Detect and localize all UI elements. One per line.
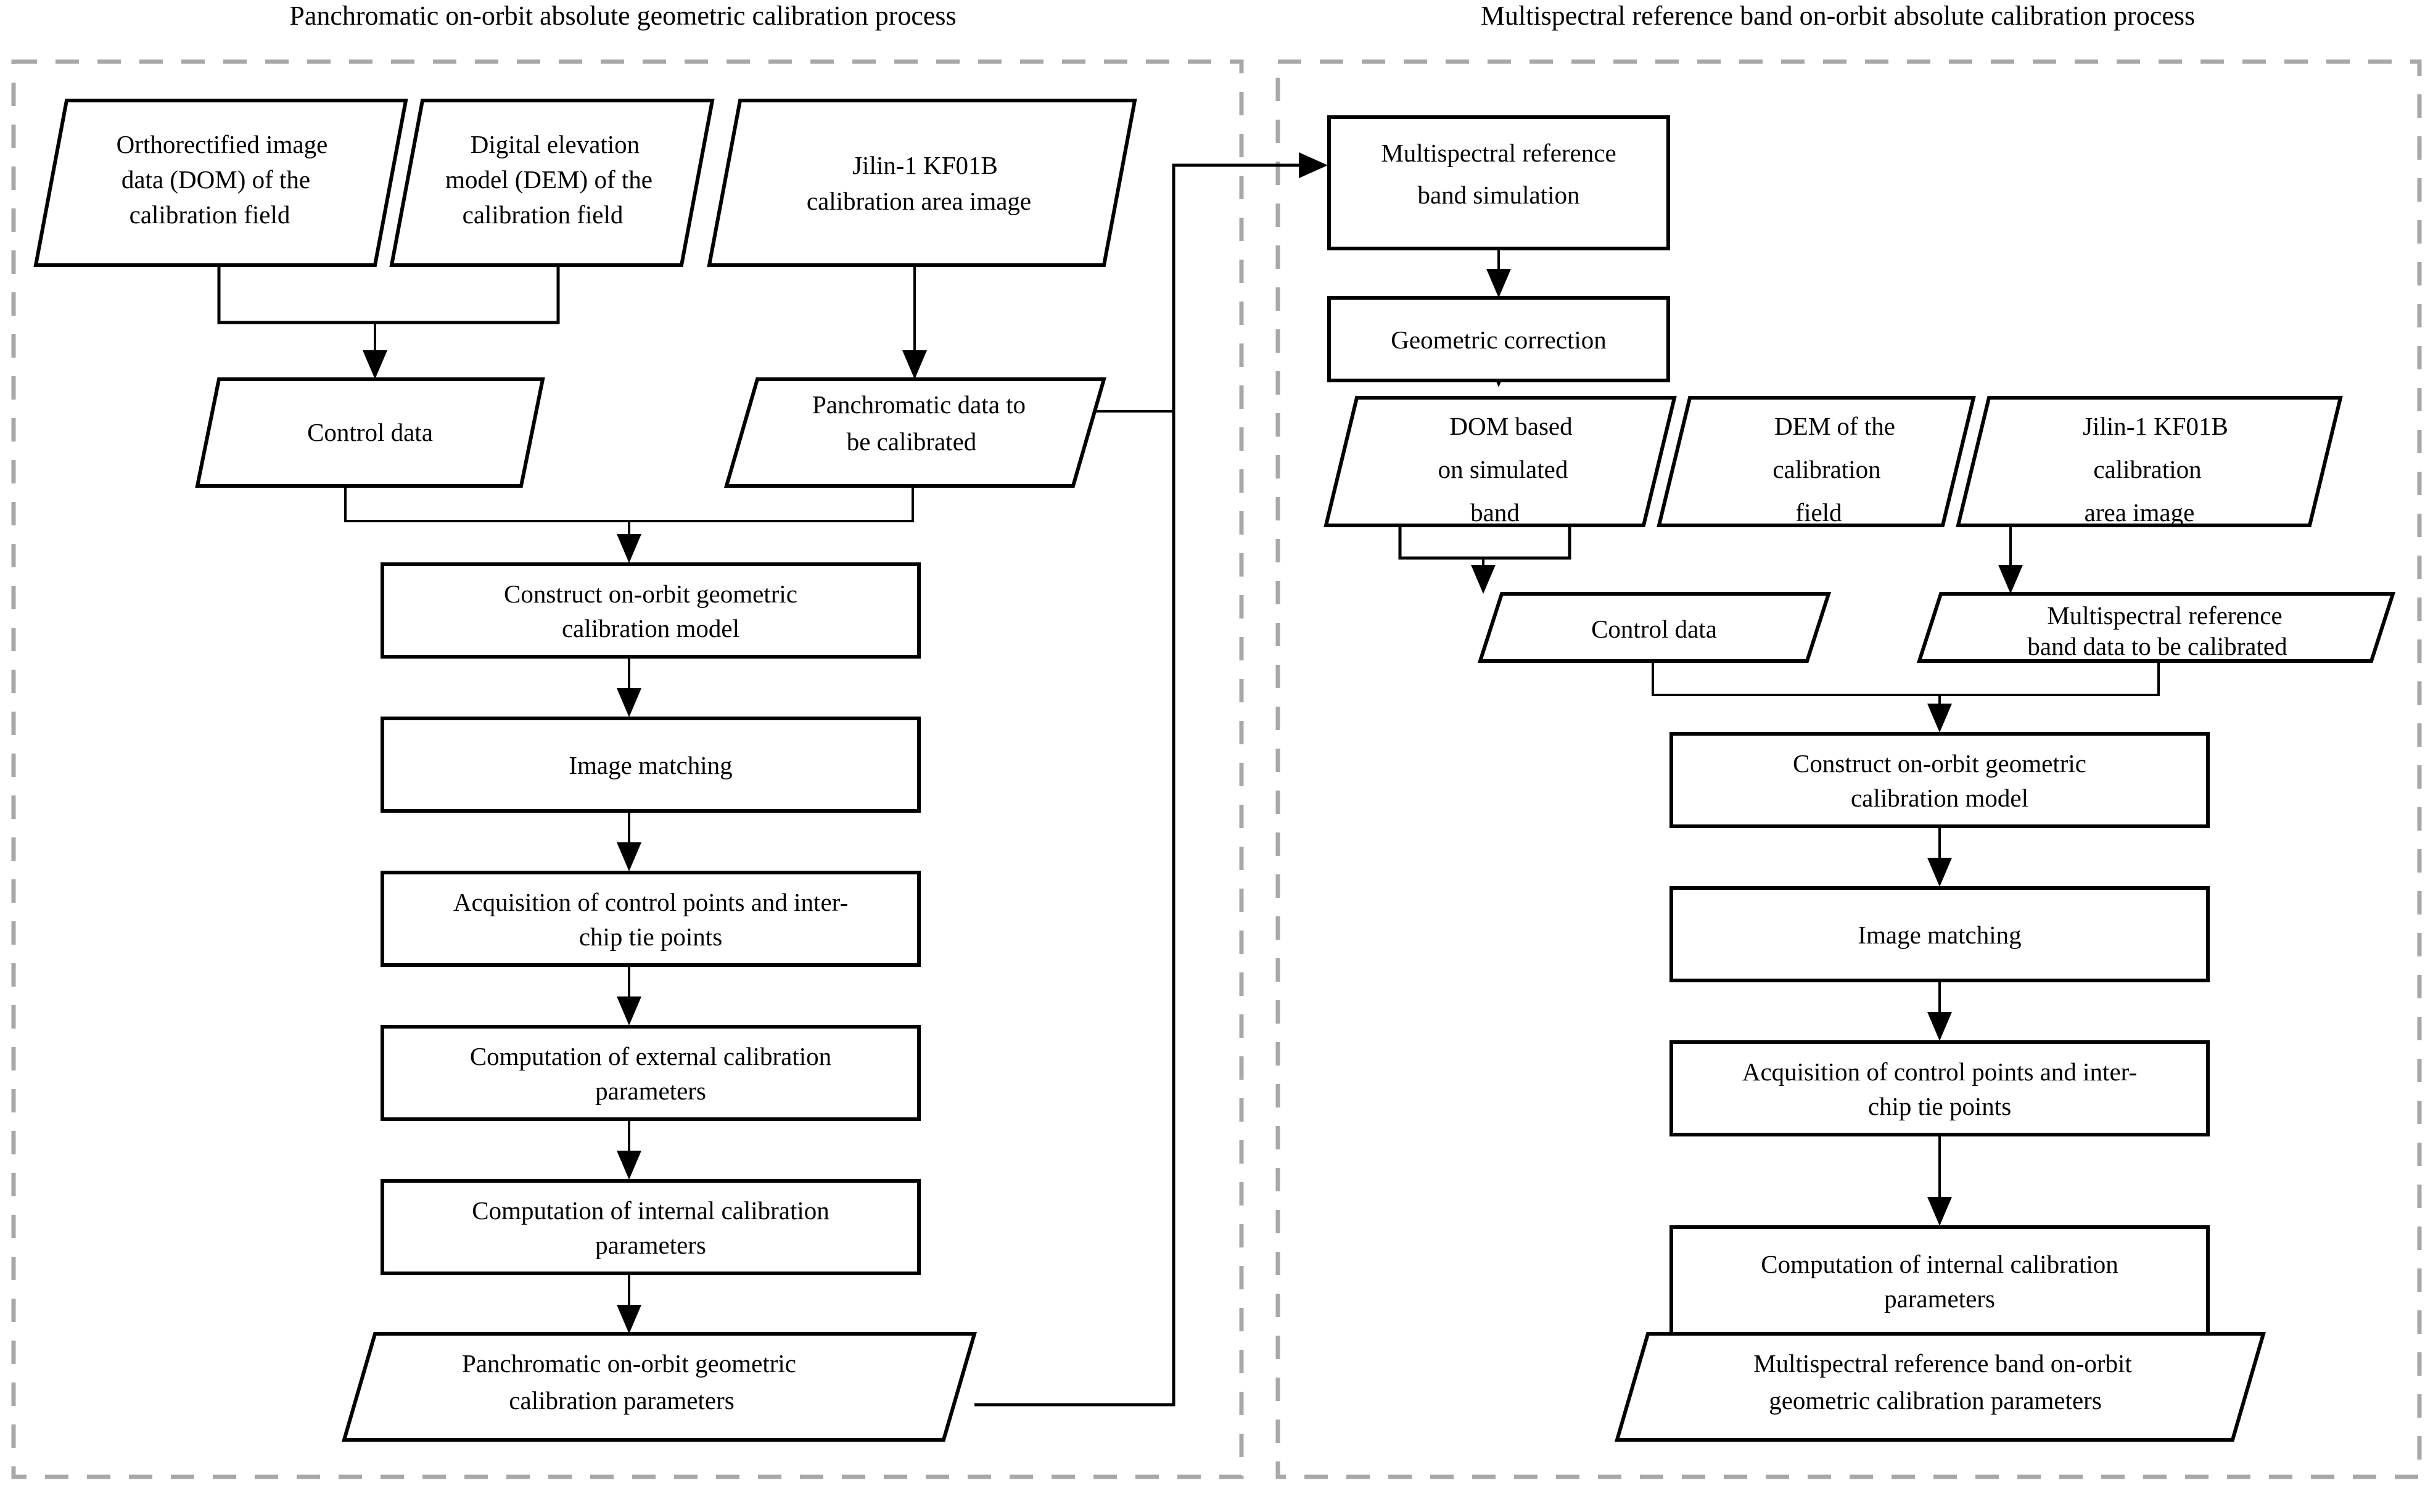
edge-controldata-pandata-merge (344, 486, 914, 522)
node-orthorectified-image-data[interactable]: Orthorectified image data (DOM) of the c… (33, 99, 408, 267)
arrowhead-acquisition-2 (1927, 1012, 1952, 1041)
node-line: calibration parameters (509, 1386, 734, 1415)
node-line: be calibrated (847, 427, 977, 456)
arrowhead-band-simulation-in (1299, 152, 1328, 178)
node-line: Construct on-orbit geometric (1793, 749, 2086, 778)
node-construct-calibration-model[interactable]: Construct on-orbit geometric calibration… (381, 562, 921, 659)
node-line: parameters (1884, 1284, 1995, 1313)
node-line: calibration field (463, 200, 624, 229)
arrowhead-control-data-2 (1471, 565, 1496, 594)
node-ms-output-parameters[interactable]: Multispectral reference band on-orbit ge… (1615, 1332, 2266, 1442)
node-dom-simulated-band[interactable]: DOM based on simulated band (1324, 396, 1677, 527)
node-line: Computation of internal calibration (1761, 1250, 2118, 1278)
node-kf01b-calibration-area-image[interactable]: Jilin-1 KF01B calibration area image (707, 99, 1137, 267)
node-image-matching-2[interactable]: Image matching (1669, 886, 2210, 982)
right-panel-frame (1275, 59, 2422, 1479)
edge-controldata2-msdata-merge (1652, 661, 2160, 696)
node-line: Control data (307, 418, 433, 446)
node-line: Construct on-orbit geometric (504, 580, 797, 608)
arrowhead-construct-model (617, 534, 641, 563)
node-line: Image matching (569, 751, 732, 779)
node-line: band simulation (1417, 181, 1579, 209)
arrowhead-internal-params (617, 1151, 641, 1180)
node-ms-band-data-to-be-calibrated[interactable]: Multispectral reference band data to be … (1916, 592, 2396, 663)
node-construct-calibration-model-2[interactable]: Construct on-orbit geometric calibration… (1669, 732, 2210, 828)
node-line: chip tie points (1868, 1092, 2011, 1120)
node-line: model (DEM) of the (445, 165, 653, 194)
edge-dom2-dem2-merge (1398, 525, 1571, 560)
node-line: Geometric correction (1391, 326, 1606, 354)
node-panchromatic-data-to-be-calibrated[interactable]: Panchromatic data to be calibrated (724, 377, 1106, 488)
node-line: chip tie points (579, 922, 722, 951)
node-kf01b-calibration-area-image-2[interactable]: Jilin-1 KF01B calibration area image (1956, 396, 2343, 527)
node-line: on simulated (1438, 455, 1568, 483)
node-line: area image (2085, 498, 2195, 527)
node-external-calibration-parameters[interactable]: Computation of external calibration para… (381, 1025, 921, 1121)
node-line: Jilin-1 KF01B (852, 151, 998, 179)
arrowhead-ms-band-data (1998, 565, 2023, 594)
node-line: Acquisition of control points and inter- (1742, 1058, 2137, 1086)
node-line: Control data (1591, 615, 1717, 643)
node-line: calibration field (130, 200, 290, 229)
node-control-data-2[interactable]: Control data (1477, 592, 1832, 663)
node-line: band data to be calibrated (2027, 632, 2287, 660)
node-line: Image matching (1858, 921, 2021, 949)
node-acquisition-control-points-2[interactable]: Acquisition of control points and inter-… (1669, 1040, 2210, 1136)
node-panchromatic-output-parameters[interactable]: Panchromatic on-orbit geometric calibrat… (342, 1332, 977, 1442)
node-geometric-correction[interactable]: Geometric correction (1327, 296, 1670, 382)
panel-title-multispectral: Multispectral reference band on-orbit ab… (1481, 1, 2195, 31)
node-line: parameters (595, 1077, 706, 1105)
node-line: DOM based (1449, 412, 1572, 440)
node-line: Jilin-1 KF01B (2083, 412, 2228, 440)
node-line: Multispectral reference (1381, 139, 1616, 167)
arrowhead-pan-data (902, 350, 927, 379)
node-line: calibration (1772, 455, 1880, 483)
edge-dom-dem-merge (217, 265, 560, 324)
node-line: data (DOM) of the (121, 165, 310, 194)
node-control-data[interactable]: Control data (195, 377, 545, 488)
node-line: DEM of the (1774, 412, 1895, 440)
node-line: Multispectral reference (2047, 601, 2282, 630)
arrowhead-construct-model-2 (1927, 704, 1952, 733)
node-digital-elevation-model[interactable]: Digital elevation model (DEM) of the cal… (389, 99, 715, 267)
node-line: Acquisition of control points and inter- (453, 888, 848, 916)
node-band-simulation[interactable]: Multispectral reference band simulation (1327, 115, 1670, 250)
arrowhead-geometric-correction (1486, 269, 1511, 298)
edge-cross-panel-feedback (974, 163, 1314, 1407)
node-acquisition-control-points[interactable]: Acquisition of control points and inter-… (381, 871, 921, 967)
node-line: calibration area image (807, 187, 1031, 215)
left-panel-frame (11, 59, 1244, 1479)
node-line: Panchromatic data to (812, 390, 1026, 419)
node-line: Multispectral reference band on-orbit (1753, 1349, 2132, 1378)
node-image-matching[interactable]: Image matching (381, 717, 921, 813)
node-line: band (1470, 498, 1520, 527)
node-line: Orthorectified image (117, 130, 328, 158)
node-line: calibration model (1851, 784, 2028, 812)
arrowhead-image-matching-2 (1927, 858, 1952, 887)
panel-title-panchromatic: Panchromatic on-orbit absolute geometric… (289, 1, 956, 31)
node-line: parameters (595, 1231, 706, 1259)
arrowhead-pan-output (617, 1305, 641, 1334)
node-internal-calibration-parameters-2[interactable]: Computation of internal calibration para… (1669, 1225, 2210, 1337)
node-line: calibration model (562, 614, 739, 643)
arrowhead-internal-params-2 (1927, 1197, 1952, 1226)
node-internal-calibration-parameters[interactable]: Computation of internal calibration para… (381, 1179, 921, 1275)
arrowhead-external-params (617, 996, 641, 1025)
node-line: field (1795, 498, 1842, 527)
arrowhead-control-data (363, 350, 387, 379)
node-line: geometric calibration parameters (1769, 1386, 2102, 1415)
node-line: calibration (2093, 455, 2201, 483)
arrowhead-acquisition (617, 842, 641, 871)
arrowhead-image-matching (617, 688, 641, 717)
node-line: Computation of internal calibration (472, 1196, 830, 1225)
node-line: Digital elevation (471, 130, 640, 158)
node-line: Panchromatic on-orbit geometric (462, 1349, 796, 1378)
node-dem-calibration-field[interactable]: DEM of the calibration field (1657, 396, 1976, 527)
node-line: Computation of external calibration (470, 1042, 831, 1070)
